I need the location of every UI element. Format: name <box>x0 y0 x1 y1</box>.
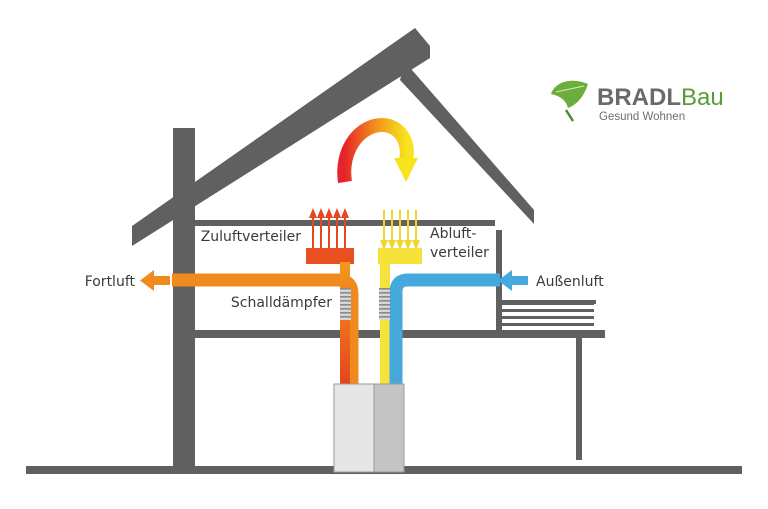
logo-brand-light: Bau <box>681 84 724 111</box>
logo-tagline: Gesund Wohnen <box>599 111 685 123</box>
outdoor-air-duct <box>389 273 500 384</box>
aussenluft-arrow <box>498 270 528 291</box>
extract-riser <box>380 262 390 384</box>
extract-distributor-box <box>378 248 422 264</box>
fortluft-arrow <box>140 270 170 291</box>
label-fortluft: Fortluft <box>85 274 136 290</box>
roof-ridge <box>397 36 420 72</box>
label-aussenluft: Außenluft <box>536 274 604 290</box>
roof-left <box>132 28 430 246</box>
bradlbau-logo: BRADLBau Gesund Wohnen <box>551 80 724 123</box>
supply-distributor-arrows <box>309 208 349 250</box>
label-abluft-line1: Abluft- <box>430 226 476 242</box>
silencer-supply <box>340 288 351 320</box>
supply-riser <box>340 262 350 384</box>
supply-distributor-box <box>306 248 354 264</box>
label-abluft-line2: verteiler <box>430 245 489 261</box>
louvre-vent <box>500 302 594 326</box>
logo-brand-bold: BRADL <box>597 84 681 111</box>
label-schalldaempfer: Schalldämpfer <box>231 295 332 311</box>
roof-right <box>400 62 534 224</box>
leaf-icon <box>551 80 588 122</box>
ventilation-unit <box>333 383 405 473</box>
right-wall-lower <box>576 330 582 460</box>
silencer-extract <box>379 288 390 320</box>
label-zuluftverteiler: Zuluftverteiler <box>201 229 302 245</box>
extract-distributor-arrows <box>380 210 420 250</box>
svg-text:BRADLBau: BRADLBau <box>597 84 724 111</box>
airflow-curve-arrow <box>337 117 418 184</box>
left-wall <box>173 128 195 470</box>
